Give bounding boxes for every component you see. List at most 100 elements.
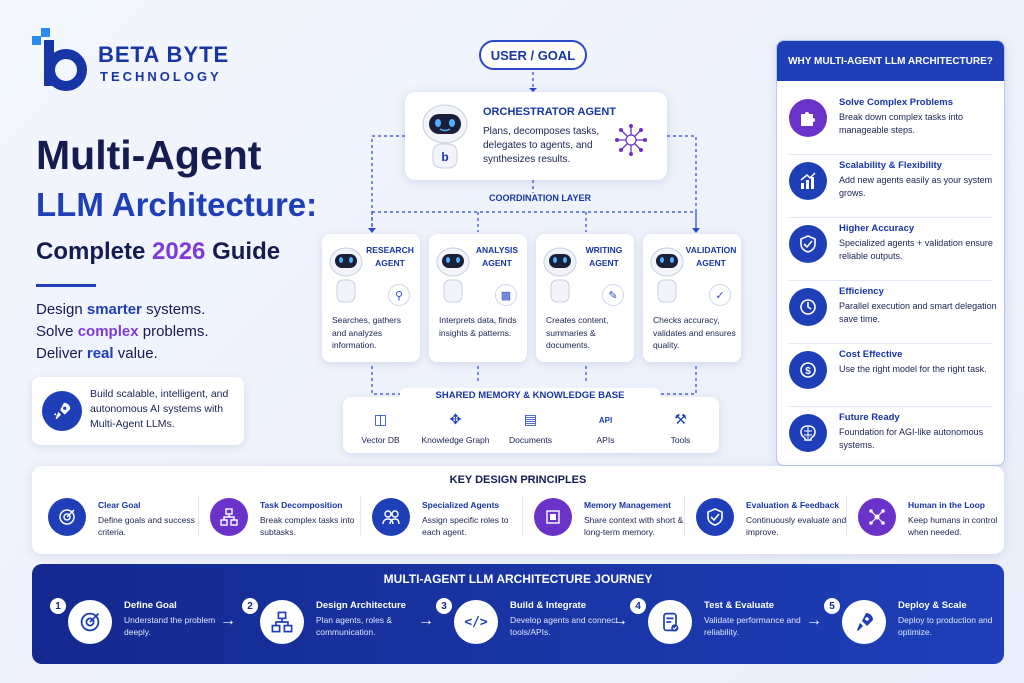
agent-desc: Checks accuracy, validates and ensures q… bbox=[653, 315, 736, 350]
memory-item-documents: ▤ Documents bbox=[493, 411, 568, 445]
principle-desc: Assign specific roles to each agent. bbox=[422, 515, 509, 537]
search-icon: ⚲ bbox=[388, 284, 410, 306]
principle-title: Human in the Loop bbox=[908, 500, 985, 510]
coordination-layer-label: COORDINATION LAYER bbox=[488, 193, 591, 203]
brand-name: BETA BYTE bbox=[98, 42, 230, 67]
memory-item-label: Tools bbox=[670, 435, 691, 445]
build-callout-text: Build scalable, intelligent, and autonom… bbox=[90, 388, 229, 430]
why-item-desc: Specialized agents + validation ensure r… bbox=[839, 238, 993, 261]
step-title: Deploy & Scale bbox=[898, 600, 967, 611]
title-line3-post: Guide bbox=[205, 238, 281, 265]
tagline-2: Solve complex problems. bbox=[36, 323, 209, 340]
tagline-text: Design bbox=[36, 301, 87, 318]
why-item-title: Future Ready bbox=[839, 412, 900, 423]
principle-desc: Continuously evaluate and improve. bbox=[746, 515, 847, 537]
step-desc: Deploy to production and optimize. bbox=[898, 615, 993, 637]
shared-memory-title: SHARED MEMORY & KNOWLEDGE BASE bbox=[400, 388, 660, 403]
step-desc: Understand the problem deeply. bbox=[124, 615, 216, 637]
beta-byte-logo-icon bbox=[32, 28, 87, 91]
brand-subtitle: TECHNOLOGY bbox=[100, 69, 222, 84]
agent-desc: Searches, gathers and analyzes informati… bbox=[332, 315, 401, 350]
why-item-title: Cost Effective bbox=[839, 349, 903, 360]
clock-icon bbox=[789, 288, 827, 326]
journey-step: 2 Design Architecture Plan agents, roles… bbox=[242, 594, 434, 658]
api-icon: API bbox=[598, 416, 613, 425]
step-desc: Plan agents, roles & communication. bbox=[316, 615, 393, 637]
agent-desc: Interprets data, finds insights & patter… bbox=[439, 315, 517, 338]
orchestrator-card: b ORCHESTRATOR AGENT Plans, decomposes t… bbox=[405, 92, 667, 180]
why-item-title: Efficiency bbox=[839, 286, 884, 297]
why-panel-title: WHY MULTI-AGENT LLM ARCHITECTURE? bbox=[777, 41, 1004, 81]
tagline-1: Design smarter systems. bbox=[36, 301, 205, 318]
why-item-desc: Break down complex tasks into manageable… bbox=[839, 112, 964, 135]
step-title: Define Goal bbox=[124, 600, 177, 611]
title-divider bbox=[36, 284, 96, 287]
step-title: Design Architecture bbox=[316, 600, 406, 611]
title-line3-pre: Complete bbox=[36, 238, 153, 265]
step-desc: Develop agents and connect tools/APIs. bbox=[510, 615, 618, 637]
journey-title: MULTI-AGENT LLM ARCHITECTURE JOURNEY bbox=[383, 572, 653, 586]
code-icon: </> bbox=[454, 600, 498, 644]
why-item-title: Scalability & Flexibility bbox=[839, 160, 942, 171]
target-icon bbox=[48, 498, 86, 536]
shared-memory-panel: ◫Vector DB ✥Knowledge Graph ▤Documents A… bbox=[343, 397, 719, 453]
principle-title: Clear Goal bbox=[98, 500, 141, 510]
network-icon bbox=[858, 498, 896, 536]
shield-check-icon bbox=[789, 225, 827, 263]
step-title: Build & Integrate bbox=[510, 600, 587, 611]
journey-step: 4 Test & Evaluate Validate performance a… bbox=[630, 594, 822, 658]
rocket-icon bbox=[842, 600, 886, 644]
tagline-text: problems. bbox=[138, 323, 209, 340]
agent-title: ANALYSIS AGENT bbox=[475, 245, 519, 268]
hierarchy-icon bbox=[210, 498, 248, 536]
shield-check-icon: ✓ bbox=[709, 284, 731, 306]
document-icon: ▤ bbox=[523, 411, 538, 427]
tagline-emphasis: smarter bbox=[86, 301, 142, 318]
tagline-emphasis: complex bbox=[77, 323, 139, 340]
robot-icon: b bbox=[422, 104, 468, 169]
network-icon bbox=[615, 124, 647, 156]
title-year: 2026 bbox=[152, 238, 206, 265]
journey-step: 1 Define Goal Understand the problem dee… bbox=[50, 594, 240, 658]
memory-item-label: Documents bbox=[509, 435, 552, 445]
page-title-line1: Multi-Agent bbox=[36, 132, 262, 178]
page-title-line2: LLM Architecture: bbox=[36, 186, 318, 223]
bar-chart-icon: ▩ bbox=[495, 284, 517, 306]
analysis-agent-card: ANALYSIS AGENT ▩ Interprets data, finds … bbox=[429, 234, 527, 362]
tagline-text: value. bbox=[113, 345, 158, 362]
brain-icon bbox=[789, 414, 827, 452]
memory-item-label: Knowledge Graph bbox=[421, 435, 490, 445]
user-goal-pill: USER / GOAL bbox=[479, 40, 587, 70]
svg-text:$: $ bbox=[805, 366, 811, 377]
rocket-icon bbox=[42, 391, 82, 431]
arrow-right-icon: → bbox=[220, 612, 236, 629]
why-item-desc: Parallel execution and smart delegation … bbox=[839, 301, 997, 324]
writing-agent-card: WRITING AGENT ✎ Creates content, summari… bbox=[536, 234, 634, 362]
memory-icon bbox=[534, 498, 572, 536]
tagline-text: Solve bbox=[36, 323, 78, 340]
step-number: 4 bbox=[630, 598, 646, 614]
growth-chart-icon bbox=[789, 162, 827, 200]
journey-step: 3 </> Build & Integrate Develop agents a… bbox=[436, 594, 628, 658]
graph-icon: ✥ bbox=[449, 411, 462, 427]
step-title: Test & Evaluate bbox=[704, 600, 775, 611]
research-agent-card: RESEARCH AGENT ⚲ Searches, gathers and a… bbox=[322, 234, 420, 362]
robot-icon bbox=[650, 247, 684, 303]
principle-desc: Share context with short & long-term mem… bbox=[584, 515, 684, 537]
step-number: 1 bbox=[50, 598, 66, 614]
orchestrator-title: ORCHESTRATOR AGENT bbox=[483, 106, 617, 118]
orchestrator-desc: Plans, decomposes tasks, delegates to ag… bbox=[483, 126, 600, 165]
agent-desc: Creates content, summaries & documents. bbox=[546, 315, 609, 350]
tagline-3: Deliver real value. bbox=[36, 345, 158, 362]
build-callout: Build scalable, intelligent, and autonom… bbox=[32, 377, 244, 445]
